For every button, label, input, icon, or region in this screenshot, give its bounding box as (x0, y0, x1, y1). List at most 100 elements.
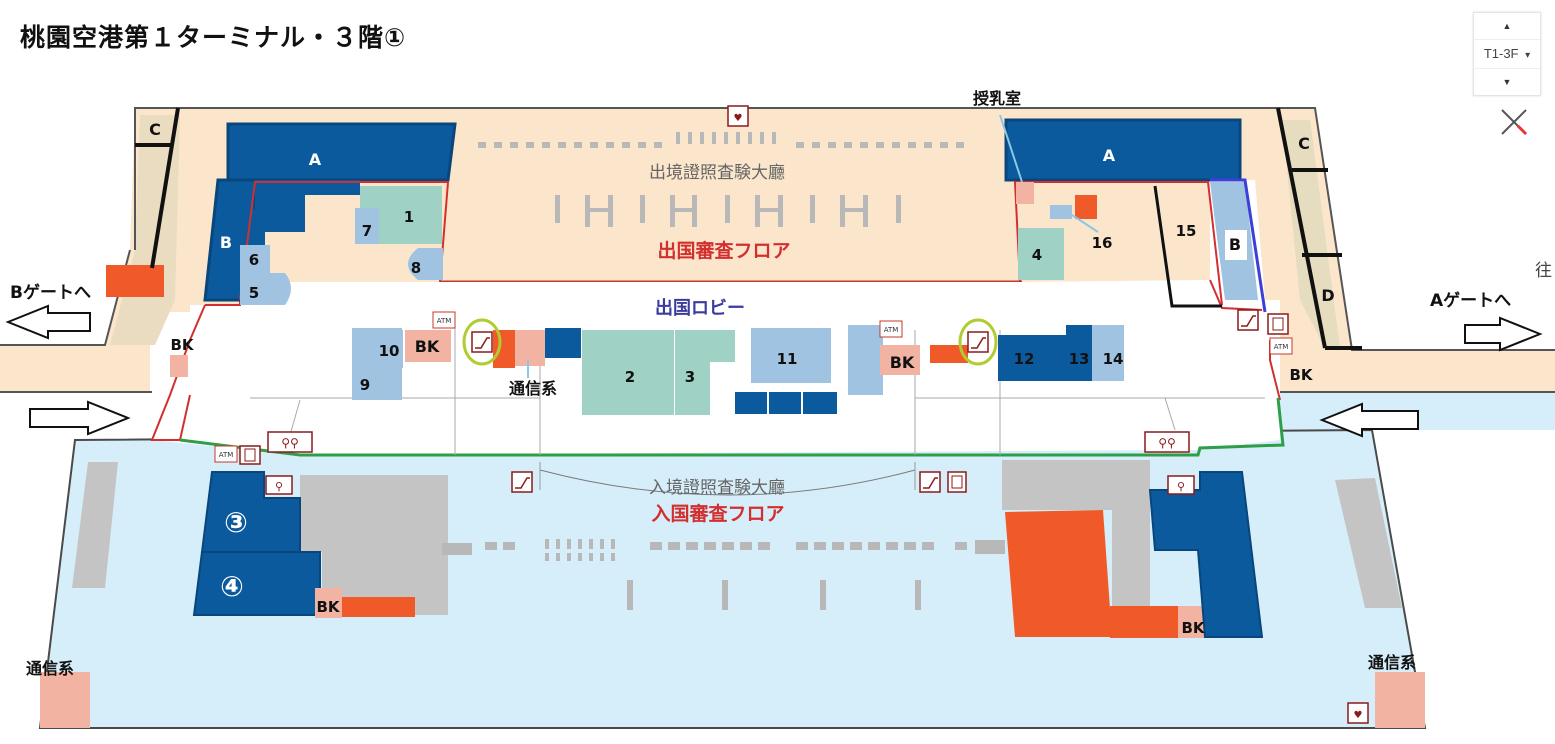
shop-14-label: 14 (1103, 350, 1124, 368)
floor-up-button[interactable]: ▲ (1502, 21, 1512, 31)
nursing-pointer (999, 114, 1023, 183)
shop-16-label: 16 (1092, 234, 1113, 252)
arrival-bk-right (1178, 606, 1204, 638)
zone-circ4-label: ④ (220, 570, 244, 603)
escalator-icon[interactable] (1237, 309, 1259, 331)
atm-icon-4[interactable]: ATM (214, 445, 238, 463)
bk-label-arrival-left: BK (316, 598, 340, 616)
departure-counters (478, 132, 964, 227)
telecom-label-right: 通信系 (1368, 653, 1416, 672)
shop-15-label: 15 (1176, 222, 1197, 240)
atm-label: ATM (219, 451, 234, 459)
arrival-orange-left (340, 597, 415, 617)
arrival-bk-left (315, 588, 342, 618)
edge-text: 往 (1535, 261, 1552, 281)
blue-shop-left (545, 328, 581, 358)
atm-icon-2[interactable]: ATM (879, 320, 903, 338)
shop-12-label: 12 (1014, 350, 1035, 368)
bk-label-right: BK (1289, 366, 1313, 384)
elevator-icon[interactable] (239, 445, 261, 465)
elevator-icon[interactable] (1267, 313, 1289, 335)
restroom-icon[interactable]: ⚲ (1167, 475, 1195, 495)
a-gate-arrow[interactable] (1464, 316, 1543, 352)
escalator-icon[interactable] (471, 331, 493, 353)
shop-4-block (1018, 228, 1064, 280)
compass-icon[interactable] (1496, 104, 1532, 140)
lobby-partitions (250, 320, 1265, 455)
svg-text:⚲: ⚲ (275, 480, 283, 493)
telecom-label-left: 通信系 (26, 659, 74, 678)
shop-16-block-b (1075, 195, 1097, 219)
shop-12-block (998, 335, 1066, 381)
departure-lobby-label: 出国ロビー (655, 297, 745, 319)
shop-16-pointer (1071, 214, 1099, 233)
arrival-orange-right (1005, 510, 1112, 637)
restroom-icon[interactable]: ⚲ (265, 475, 293, 495)
svg-text:♥: ♥ (1354, 710, 1363, 721)
walkway-right (1282, 120, 1340, 348)
blue-bench-1 (735, 392, 767, 414)
escalator-icon[interactable] (967, 331, 989, 353)
shop-10-label: 10 (379, 342, 400, 360)
elevator-icon[interactable] (947, 471, 967, 493)
zone-c-right-label: C (1298, 134, 1310, 153)
bk-label-arrival-right: BK (1181, 619, 1205, 637)
nursing-room-label: 授乳室 (973, 89, 1021, 108)
atm-icon-1[interactable]: ATM (432, 311, 456, 329)
arrival-left-arrow[interactable] (29, 400, 131, 436)
b-gate-orange-block (106, 265, 164, 297)
bk-label-left: BK (415, 337, 440, 356)
shop-3-block (675, 330, 735, 415)
arrival-blue-right (1148, 471, 1264, 638)
bk-label-lobby-left: BK (170, 336, 194, 354)
shop-7-label: 7 (362, 222, 372, 240)
zone-b-right-label-bg (1225, 230, 1247, 260)
bk-lobby-left-block (170, 355, 188, 377)
orange-shop-left (493, 330, 515, 368)
arrival-orange-right-2 (1110, 606, 1180, 638)
arrival-hall-label: 入境證照査験大廳 (649, 478, 785, 498)
arrival-right-arrow[interactable] (1319, 402, 1419, 438)
left-blue-strip (240, 180, 360, 245)
departure-lobby-area (152, 180, 1280, 455)
shop-11-block (751, 328, 831, 383)
telecom-label-center: 通信系 (509, 379, 557, 398)
shop-13-label: 13 (1069, 350, 1090, 368)
bk-center-right (880, 345, 920, 375)
blue-bench-3 (803, 392, 837, 414)
atm-label: ATM (437, 317, 452, 325)
escalator-icon[interactable] (919, 471, 941, 493)
escalator-highlight-right (958, 318, 998, 366)
shop-6-block (240, 245, 270, 273)
svg-text:⚲⚲: ⚲⚲ (281, 436, 299, 450)
atm-label: ATM (1274, 343, 1289, 351)
right-red-inner (1013, 181, 1223, 306)
zone-c-d-dividers (135, 107, 1362, 350)
restroom-icon[interactable]: ⚲⚲ (267, 431, 313, 453)
floor-down-button[interactable]: ▼ (1502, 77, 1512, 87)
shop-10-block (375, 330, 403, 368)
departure-floor-label: 出国審査フロア (657, 239, 790, 262)
aed-icon[interactable]: ♥ (1347, 702, 1369, 724)
arrival-gray-block-center-right (1002, 460, 1150, 610)
arrival-gray-block-right (1335, 478, 1402, 608)
b-gate-arrow[interactable] (5, 304, 91, 340)
floor-select[interactable]: T1-3F ▾ (1474, 39, 1540, 69)
page-title: 桃園空港第１ターミナル・３階① (20, 23, 407, 52)
light-blue-right-center (848, 325, 883, 395)
left-red-inner (239, 181, 450, 301)
zone-a-right (1004, 118, 1242, 182)
corridor-outline-top (134, 107, 1555, 351)
atm-icon-3[interactable]: ATM (1269, 337, 1293, 355)
svg-text:♥: ♥ (734, 113, 743, 124)
escalator-icon[interactable] (511, 471, 533, 493)
restroom-icon[interactable]: ⚲⚲ (1144, 431, 1190, 453)
orange-shop-right (930, 345, 968, 363)
telecom-block-right (1375, 672, 1425, 728)
shop-9-label: 9 (360, 376, 370, 394)
aed-icon[interactable]: ♥ (727, 105, 749, 127)
b-gate-label: Bゲートへ (10, 282, 91, 303)
shop-14-block (1092, 325, 1124, 381)
escalator-highlight-left (462, 318, 502, 366)
